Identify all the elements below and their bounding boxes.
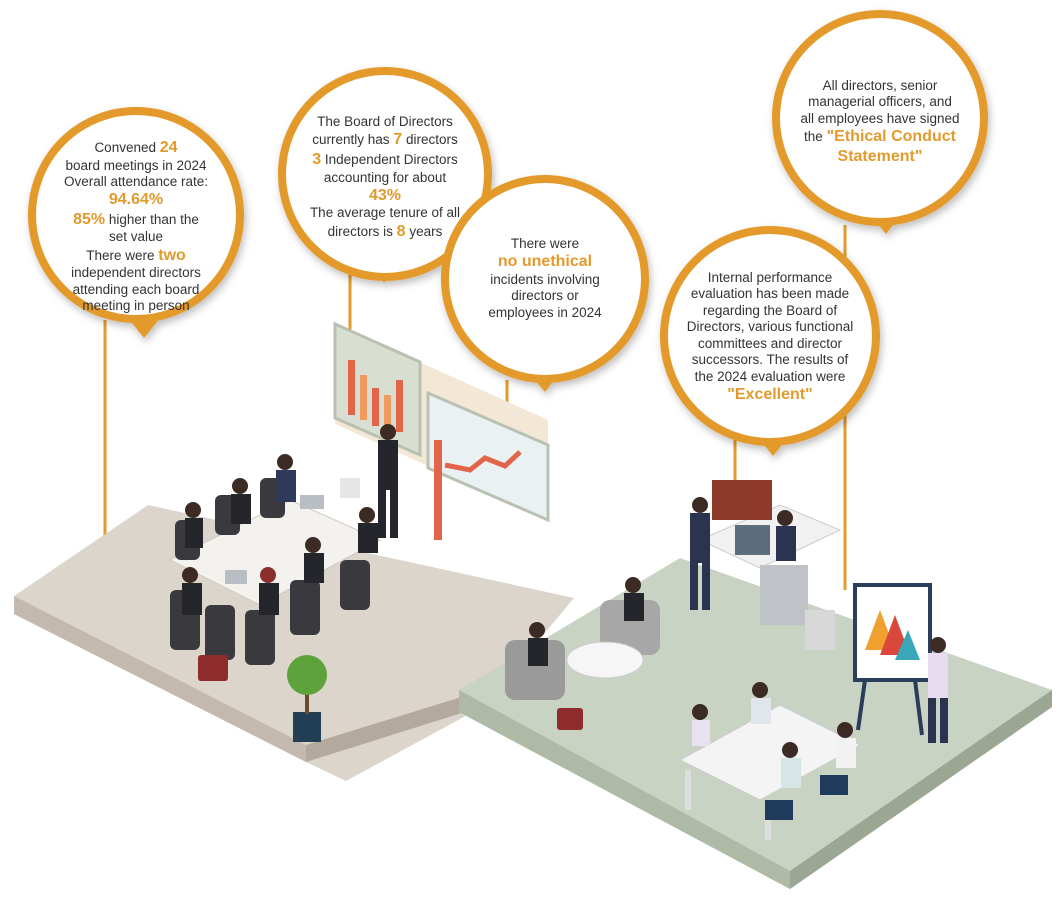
evaluation-l6: successors. The results of [691,352,849,368]
conduct-l4a: the [804,129,827,145]
board-l6: The average tenure of all [309,205,461,221]
meetings-l9: attending each board [72,281,200,297]
evaluation-l2: evaluation has been made [690,286,850,302]
bubble-conduct: All directors, senior managerial officer… [790,78,970,166]
board-l4: accounting for about [323,169,447,185]
board-l7c: years [405,223,443,239]
bubble-rings [28,10,988,456]
meetings-l6: set value [108,229,164,245]
conduct-l1: All directors, senior [822,78,938,93]
bubble-evaluation: Internal performance evaluation has been… [680,270,860,405]
board-l2a: currently has [312,132,394,148]
ethics-l4: directors or [511,288,579,304]
board-l7a: directors is [327,223,397,239]
independent-count: two [158,246,186,264]
evaluation-l3: regarding the Board of [702,302,838,318]
meetings-l10: meeting in person [82,298,190,314]
ethics-l5: employees in 2024 [488,304,602,320]
director-count: 7 [393,131,403,149]
meetings-l3: Overall attendance rate: [63,173,209,189]
statement-title: Statement" [837,147,923,165]
no-unethical: no unethical [497,253,593,271]
bubble-ethics: There were no unethical incidents involv… [465,236,625,321]
meetings-l1a: Convened [94,140,160,155]
higher-percent: 85% [73,210,106,228]
ethics-l3: incidents involving [490,271,600,287]
meetings-l7a: There were [86,247,159,263]
bubble-meetings: Convened 24 board meetings in 2024 Overa… [46,138,226,315]
bubble-meetings-ring [28,107,244,338]
meetings-count: 24 [159,139,178,156]
bubble-board-ring [278,67,492,283]
bubble-ethics-ring [441,175,649,392]
evaluation-l7: the 2024 evaluation were [694,368,846,384]
evaluation-l4: Directors, various functional [686,319,854,335]
meetings-l8: independent directors [71,265,201,281]
tenure-years: 8 [396,222,406,240]
bubble-board: The Board of Directors currently has 7 d… [295,114,475,241]
attendance-rate: 94.64% [108,191,164,209]
evaluation-result: "Excellent" [727,386,813,404]
board-l2c: directors [402,132,458,148]
board-l3b: Independent Directors [321,151,458,167]
meetings-l2: board meetings in 2024 [65,157,207,173]
ethical-conduct-title: "Ethical Conduct [826,128,956,146]
independent-percent: 43% [368,186,402,204]
left-floor [14,505,574,781]
boardroom [168,424,398,665]
independent-director-count: 3 [312,150,322,168]
evaluation-l5: committees and director [697,335,843,351]
office-workspace [505,480,948,840]
meetings-l5b: higher than the [105,211,199,227]
briefcase-icon [198,655,228,681]
potted-tree-icon [287,655,327,742]
evaluation-l1: Internal performance [707,270,833,285]
conduct-l3: all employees have signed [800,110,960,126]
conduct-l2: managerial officers, and [808,94,952,110]
bubble-conduct-ring [772,10,988,234]
presentation-wall [333,321,550,540]
board-l1: The Board of Directors [317,114,453,129]
ethics-l1: There were [510,236,580,251]
bubble-evaluation-ring [660,226,880,456]
